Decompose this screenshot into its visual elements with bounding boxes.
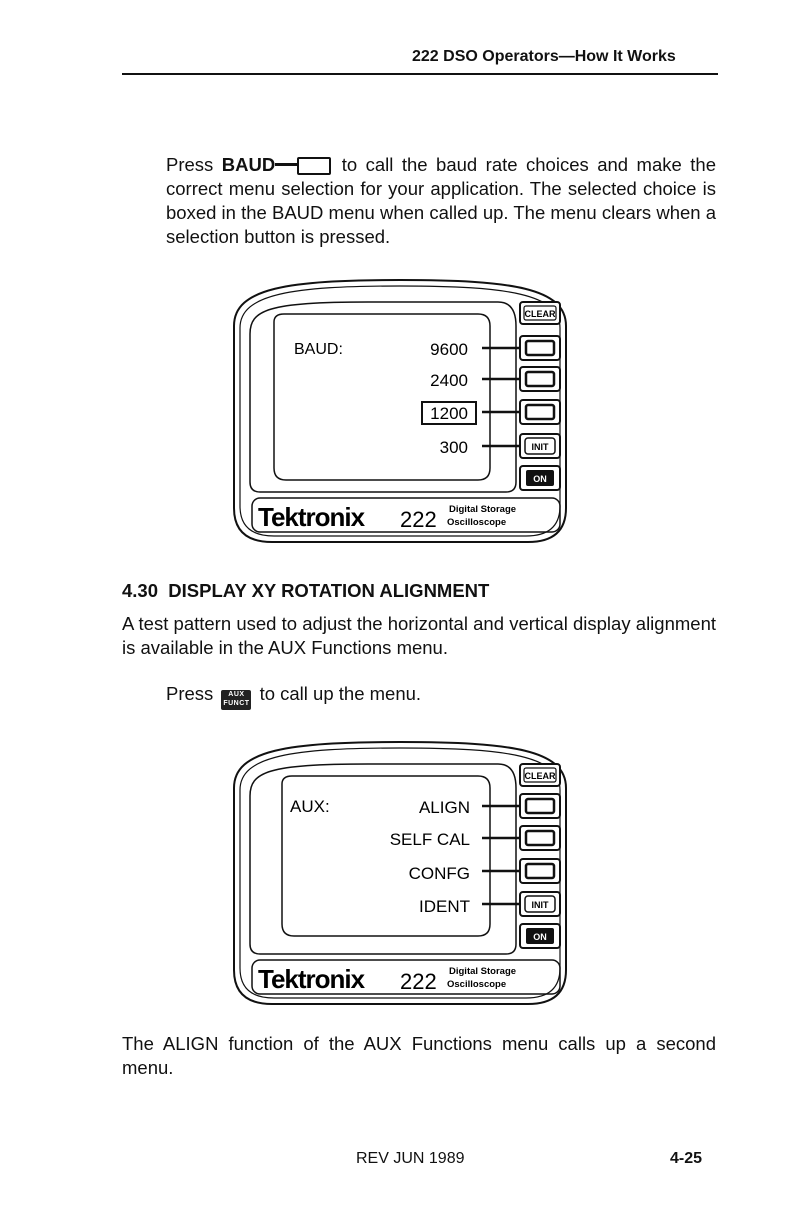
menu-option: SELF CAL [390,830,470,849]
alignment-description: A test pattern used to adjust the horizo… [122,613,716,658]
model-desc-line2: Oscilloscope [447,979,506,990]
press-text: Press [166,683,219,704]
softkey-icon [519,825,561,851]
softkey-icon [519,366,561,392]
baud-label: BAUD [221,154,276,175]
model-desc-line2: Oscilloscope [447,517,506,528]
menu-option: ALIGN [419,798,470,817]
menu-option: 300 [440,438,468,457]
blank-button-icon [275,157,333,175]
menu-option: CONFG [409,864,470,883]
menu-label: BAUD: [294,341,343,358]
model-desc-line1: Digital Storage [449,504,516,515]
baud-menu-figure: CLEAR INIT ON BAUD: 9600 2400 1200 300 T… [233,278,567,543]
softkey-icon [519,399,561,425]
selection-box [421,401,477,425]
menu-label: AUX: [290,797,330,816]
brand-logo: Tektronix [258,964,366,994]
press-text: Press [166,154,222,175]
align-description: The ALIGN function of the AUX Functions … [122,1033,716,1078]
header-rule [122,73,718,75]
aux-instructions-rest: to call up the menu. [254,683,422,704]
menu-option-selected: 1200 [430,404,468,423]
softkey-icon [519,335,561,361]
on-key-label: ON [533,474,547,484]
section-number: 4.30 [122,580,159,601]
init-key-label: INIT [532,900,550,910]
aux-menu-figure: CLEAR INIT ON AUX: ALIGN SELF CAL CONFG … [233,740,567,1005]
model-desc-line1: Digital Storage [449,966,516,977]
menu-option: 2400 [430,371,468,390]
menu-option: 9600 [430,340,468,359]
clear-key-label: CLEAR [525,771,556,781]
menu-option: IDENT [419,897,470,916]
on-key-label: ON [533,932,547,942]
running-head: 222 DSO Operators—How It Works [412,48,676,65]
page-number: 4-25 [670,1150,703,1167]
model-number: 222 [400,969,437,994]
baud-instructions-rest: to call the baud rate choices and make t… [166,154,716,247]
softkey-icon [519,793,561,819]
revision-date: REV JUN 1989 [356,1150,465,1167]
brand-logo: Tektronix [258,502,366,532]
clear-key-label: CLEAR [525,309,556,319]
baud-instructions: Press BAUD to call the baud rate choices… [166,153,716,249]
init-key-label: INIT [532,442,550,452]
section-title: DISPLAY XY ROTATION ALIGNMENT [168,580,490,601]
model-number: 222 [400,507,437,532]
softkey-icon [519,858,561,884]
section-heading: 4.30 DISPLAY XY ROTATION ALIGNMENT [122,580,489,602]
